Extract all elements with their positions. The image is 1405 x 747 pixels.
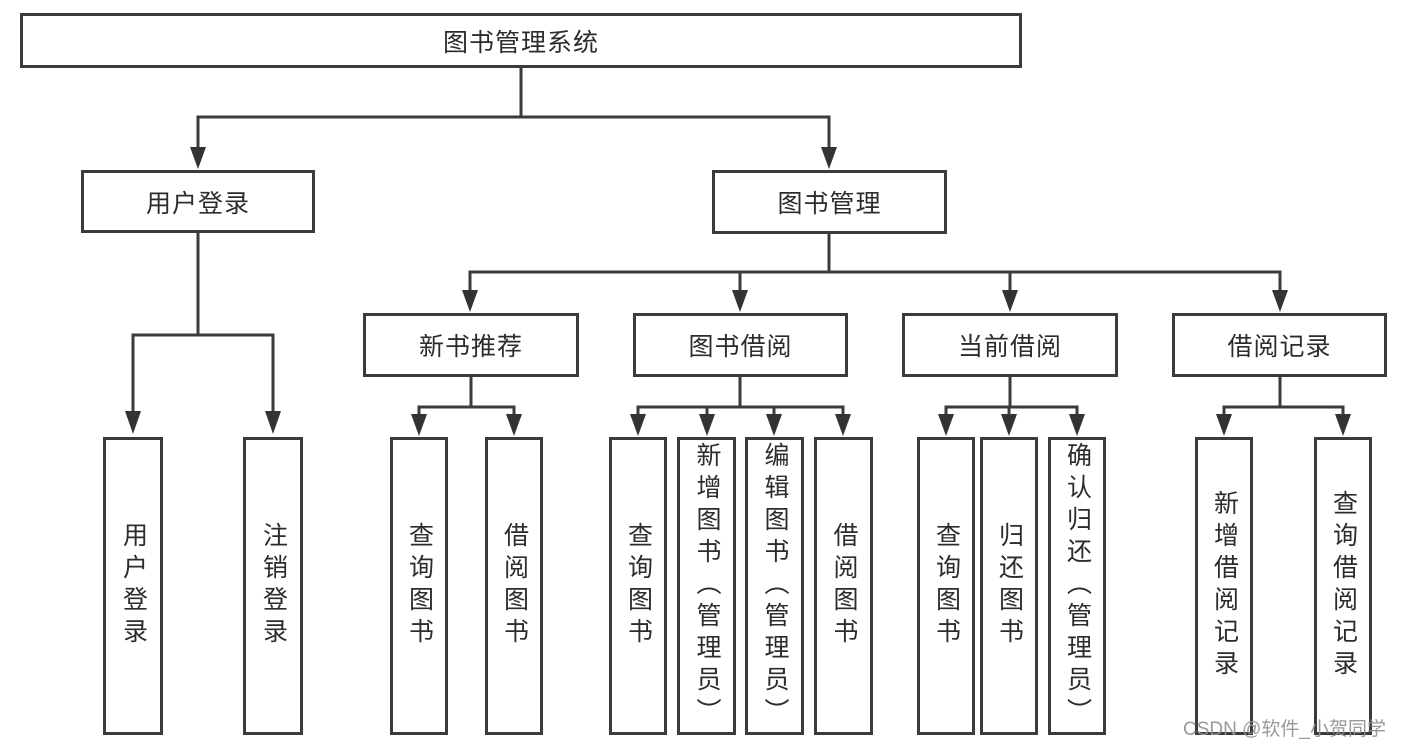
leaf-borrow-books: 借阅图书 [814,437,873,735]
leaf-query-books-current: 查询图书 [917,437,975,735]
leaf-add-book-admin-label: 新增图书（管理员） [693,442,721,730]
node-user-login: 用户登录 [81,170,315,233]
leaf-confirm-return-admin-label: 确认归还（管理员） [1063,442,1092,730]
node-library-system-label: 图书管理系统 [442,28,599,57]
connector-current-borrow-to-leaves [938,375,1085,436]
connector-new-book-to-leaves [411,375,522,436]
node-book-borrow: 图书借阅 [633,313,848,377]
leaf-logout: 注销登录 [243,437,303,735]
leaf-user-login: 用户登录 [103,437,163,735]
leaf-borrow-books-recommend: 借阅图书 [485,437,543,735]
leaf-logout-label: 注销登录 [259,522,288,650]
node-library-system: 图书管理系统 [20,13,1022,68]
leaf-add-borrow-record: 新增借阅记录 [1195,437,1253,735]
connector-root-to-level2 [190,66,837,169]
node-book-management-label: 图书管理 [777,190,882,218]
node-user-login-label: 用户登录 [145,189,250,218]
leaf-query-books-borrow: 查询图书 [609,437,667,735]
connector-user-login-to-leaves [125,231,281,434]
node-borrow-records-label: 借阅记录 [1227,333,1332,361]
node-new-book-recommend: 新书推荐 [363,313,579,377]
leaf-user-login-label: 用户登录 [119,522,148,650]
leaf-query-borrow-record: 查询借阅记录 [1314,437,1372,735]
node-book-management: 图书管理 [712,170,947,234]
leaf-query-borrow-record-label: 查询借阅记录 [1329,490,1358,682]
leaf-return-book-label: 归还图书 [995,522,1024,650]
node-current-borrow: 当前借阅 [902,313,1118,377]
leaf-confirm-return-admin: 确认归还（管理员） [1048,437,1106,735]
connector-borrow-records-to-leaves [1216,375,1351,436]
node-book-borrow-label: 图书借阅 [688,333,793,361]
leaf-edit-book-admin: 编辑图书（管理员） [745,437,804,735]
connector-book-mgmt-to-level3 [462,232,1288,312]
csdn-watermark: CSDN @软件_小贺同学 [1183,719,1386,740]
leaf-borrow-books-label: 借阅图书 [830,522,858,650]
node-current-borrow-label: 当前借阅 [957,333,1062,361]
node-new-book-recommend-label: 新书推荐 [418,333,523,361]
node-borrow-records: 借阅记录 [1172,313,1387,377]
leaf-query-books-recommend-label: 查询图书 [405,522,434,650]
leaf-borrow-books-recommend-label: 借阅图书 [500,522,529,650]
leaf-add-book-admin: 新增图书（管理员） [677,437,736,735]
leaf-edit-book-admin-label: 编辑图书（管理员） [761,442,789,730]
leaf-query-books-recommend: 查询图书 [390,437,448,735]
leaf-add-borrow-record-label: 新增借阅记录 [1210,490,1239,682]
leaf-return-book: 归还图书 [980,437,1038,735]
leaf-query-books-borrow-label: 查询图书 [624,522,653,650]
leaf-query-books-current-label: 查询图书 [932,522,961,650]
connector-book-borrow-to-leaves [630,375,851,436]
